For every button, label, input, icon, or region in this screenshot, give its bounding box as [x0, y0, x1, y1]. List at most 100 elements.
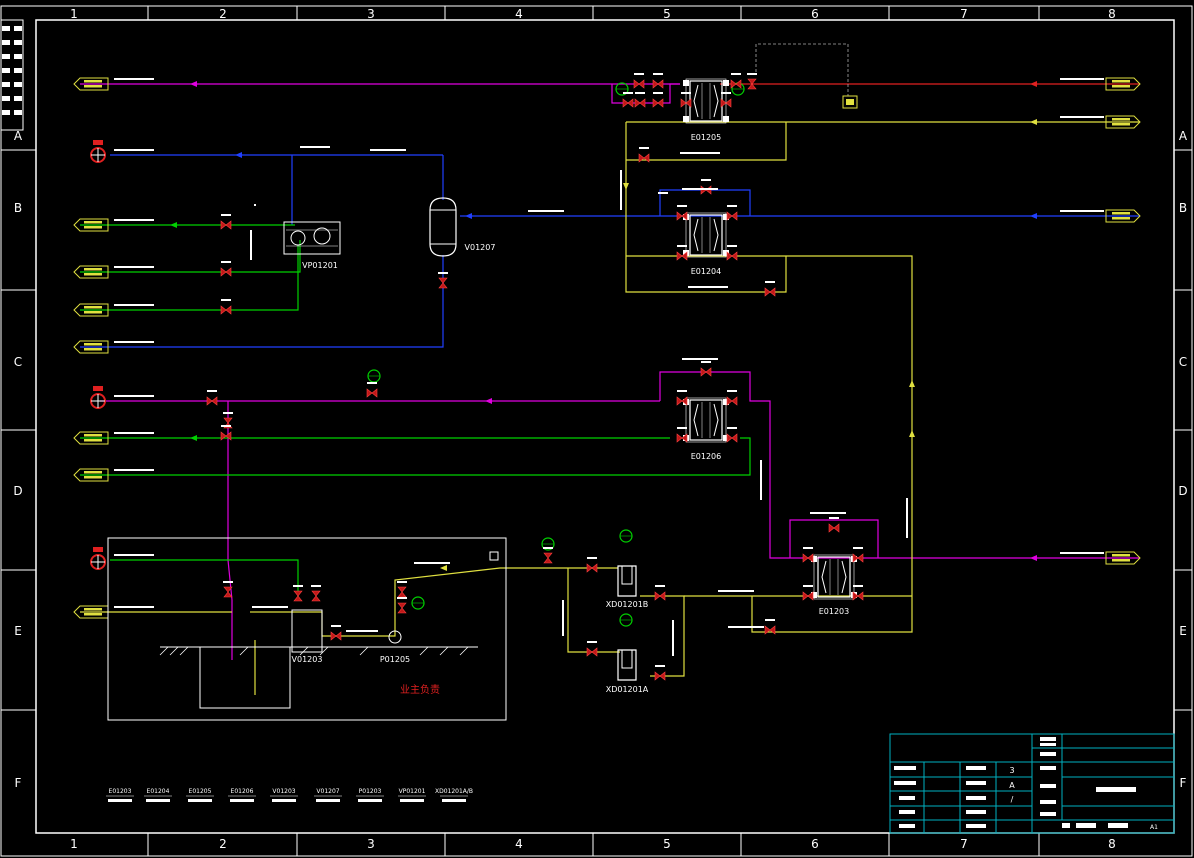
legend-item: P01203: [359, 788, 382, 795]
grid-row-right-A: A: [1179, 129, 1188, 143]
grid-column-top-7: 7: [960, 7, 968, 21]
grid-column-bottom-6: 6: [811, 837, 819, 851]
line-tag: [114, 469, 154, 471]
grid-column-top-1: 1: [70, 7, 78, 21]
owner-responsible-note: 业主负责: [400, 683, 440, 696]
valve-icon: [220, 214, 232, 230]
label-e01203: E01203: [819, 607, 850, 616]
line-tag: [300, 146, 330, 148]
valve-icon: [652, 92, 664, 108]
off-page-connector: [73, 303, 109, 317]
line-tag: [114, 304, 154, 306]
valve-icon: [638, 147, 650, 163]
owner-scope-boundary: V01203 P01205 业主负责: [107, 537, 507, 721]
valve-icon: [397, 581, 407, 598]
vacuum-pump-vp01201: VP01201: [283, 221, 341, 270]
valve-icon: [397, 597, 407, 614]
line-tag: [1060, 78, 1104, 80]
valve-icon: [676, 245, 688, 261]
sheet-size: A1: [1150, 824, 1158, 831]
valve-icon: [622, 92, 634, 108]
line-tag: [414, 562, 450, 564]
line-tag: [114, 432, 154, 434]
grid-row-right-B: B: [1179, 201, 1187, 215]
line-tag: [906, 498, 908, 538]
label-v01203: V01203: [292, 655, 323, 664]
label-xd01201b: XD01201B: [606, 600, 649, 609]
line-tag: [688, 286, 728, 288]
line-tag: [810, 512, 846, 514]
valve-icon: [293, 585, 303, 602]
grid-column-top-2: 2: [219, 7, 227, 21]
line-tag: [562, 600, 564, 636]
grid-column-top-4: 4: [515, 7, 523, 21]
instrument-bubble: [619, 529, 633, 543]
line-tag: [680, 152, 720, 154]
valve-icon: [543, 547, 553, 564]
line-tag: [370, 149, 406, 151]
valve-icon: [726, 205, 738, 221]
label-p01205: P01205: [380, 655, 410, 664]
legend-item: V01207: [316, 788, 339, 795]
valve-icon: [206, 390, 218, 406]
line-tag: [728, 626, 764, 628]
grid-column-bottom-2: 2: [219, 837, 227, 851]
dryer-xd01201b: XD01201B: [606, 565, 649, 609]
line-tag: [114, 606, 154, 608]
line-tag: [254, 204, 256, 206]
heat-exchanger-e01206: [683, 397, 729, 443]
line-tag: [1060, 116, 1104, 118]
valve-icon: [730, 73, 742, 89]
line-tag: [760, 460, 762, 500]
line-tag: [346, 630, 378, 632]
legend-item: E01204: [147, 788, 170, 795]
grid-row-right-E: E: [1179, 624, 1187, 638]
valve-icon: [223, 581, 233, 598]
valve-icon: [654, 585, 666, 601]
grid-row-left-C: C: [14, 355, 22, 369]
grid-column-top-8: 8: [1108, 7, 1116, 21]
instrument-bubble: [367, 369, 381, 383]
dryer-xd01201a: XD01201A: [606, 649, 649, 694]
valve-icon: [680, 92, 692, 108]
instrument-bubble: [615, 82, 629, 96]
valve-icon: [852, 585, 864, 601]
label-vp01201: VP01201: [302, 261, 338, 270]
valve-icon: [220, 299, 232, 315]
grid-row-left-A: A: [14, 129, 23, 143]
instrument-bubble: [619, 613, 633, 627]
off-page-connector: [73, 431, 109, 445]
valve-icon: [676, 390, 688, 406]
label-e01205: E01205: [691, 133, 722, 142]
valve-icon: [764, 619, 776, 635]
instrument-bubble: [411, 596, 425, 610]
line-tag: [682, 358, 718, 360]
grid-column-bottom-7: 7: [960, 837, 968, 851]
grid-row-left-F: F: [15, 776, 22, 790]
off-page-connector: [73, 468, 109, 482]
grid-row-left-D: D: [13, 484, 22, 498]
line-tag: [250, 230, 252, 260]
valve-icon: [726, 390, 738, 406]
valve-icon: [726, 245, 738, 261]
line-tag: [658, 192, 668, 194]
valve-icon: [676, 205, 688, 221]
valve-icon: [438, 272, 448, 289]
line-tag: [528, 210, 564, 212]
valve-icon: [366, 382, 378, 398]
valve-icon: [852, 547, 864, 563]
valve-icon: [220, 425, 232, 441]
line-tag: [114, 149, 154, 151]
valve-icon: [634, 92, 646, 108]
valve-icon: [586, 557, 598, 573]
grid-column-bottom-4: 4: [515, 837, 523, 851]
line-tag: [672, 620, 674, 656]
off-page-connector: [73, 340, 109, 354]
label-v01207: V01207: [465, 243, 496, 252]
valve-icon: [747, 73, 757, 90]
grid-row-right-C: C: [1179, 355, 1187, 369]
utility-symbol: [90, 140, 106, 570]
label-e01204: E01204: [691, 267, 722, 276]
grid-column-top-3: 3: [367, 7, 375, 21]
